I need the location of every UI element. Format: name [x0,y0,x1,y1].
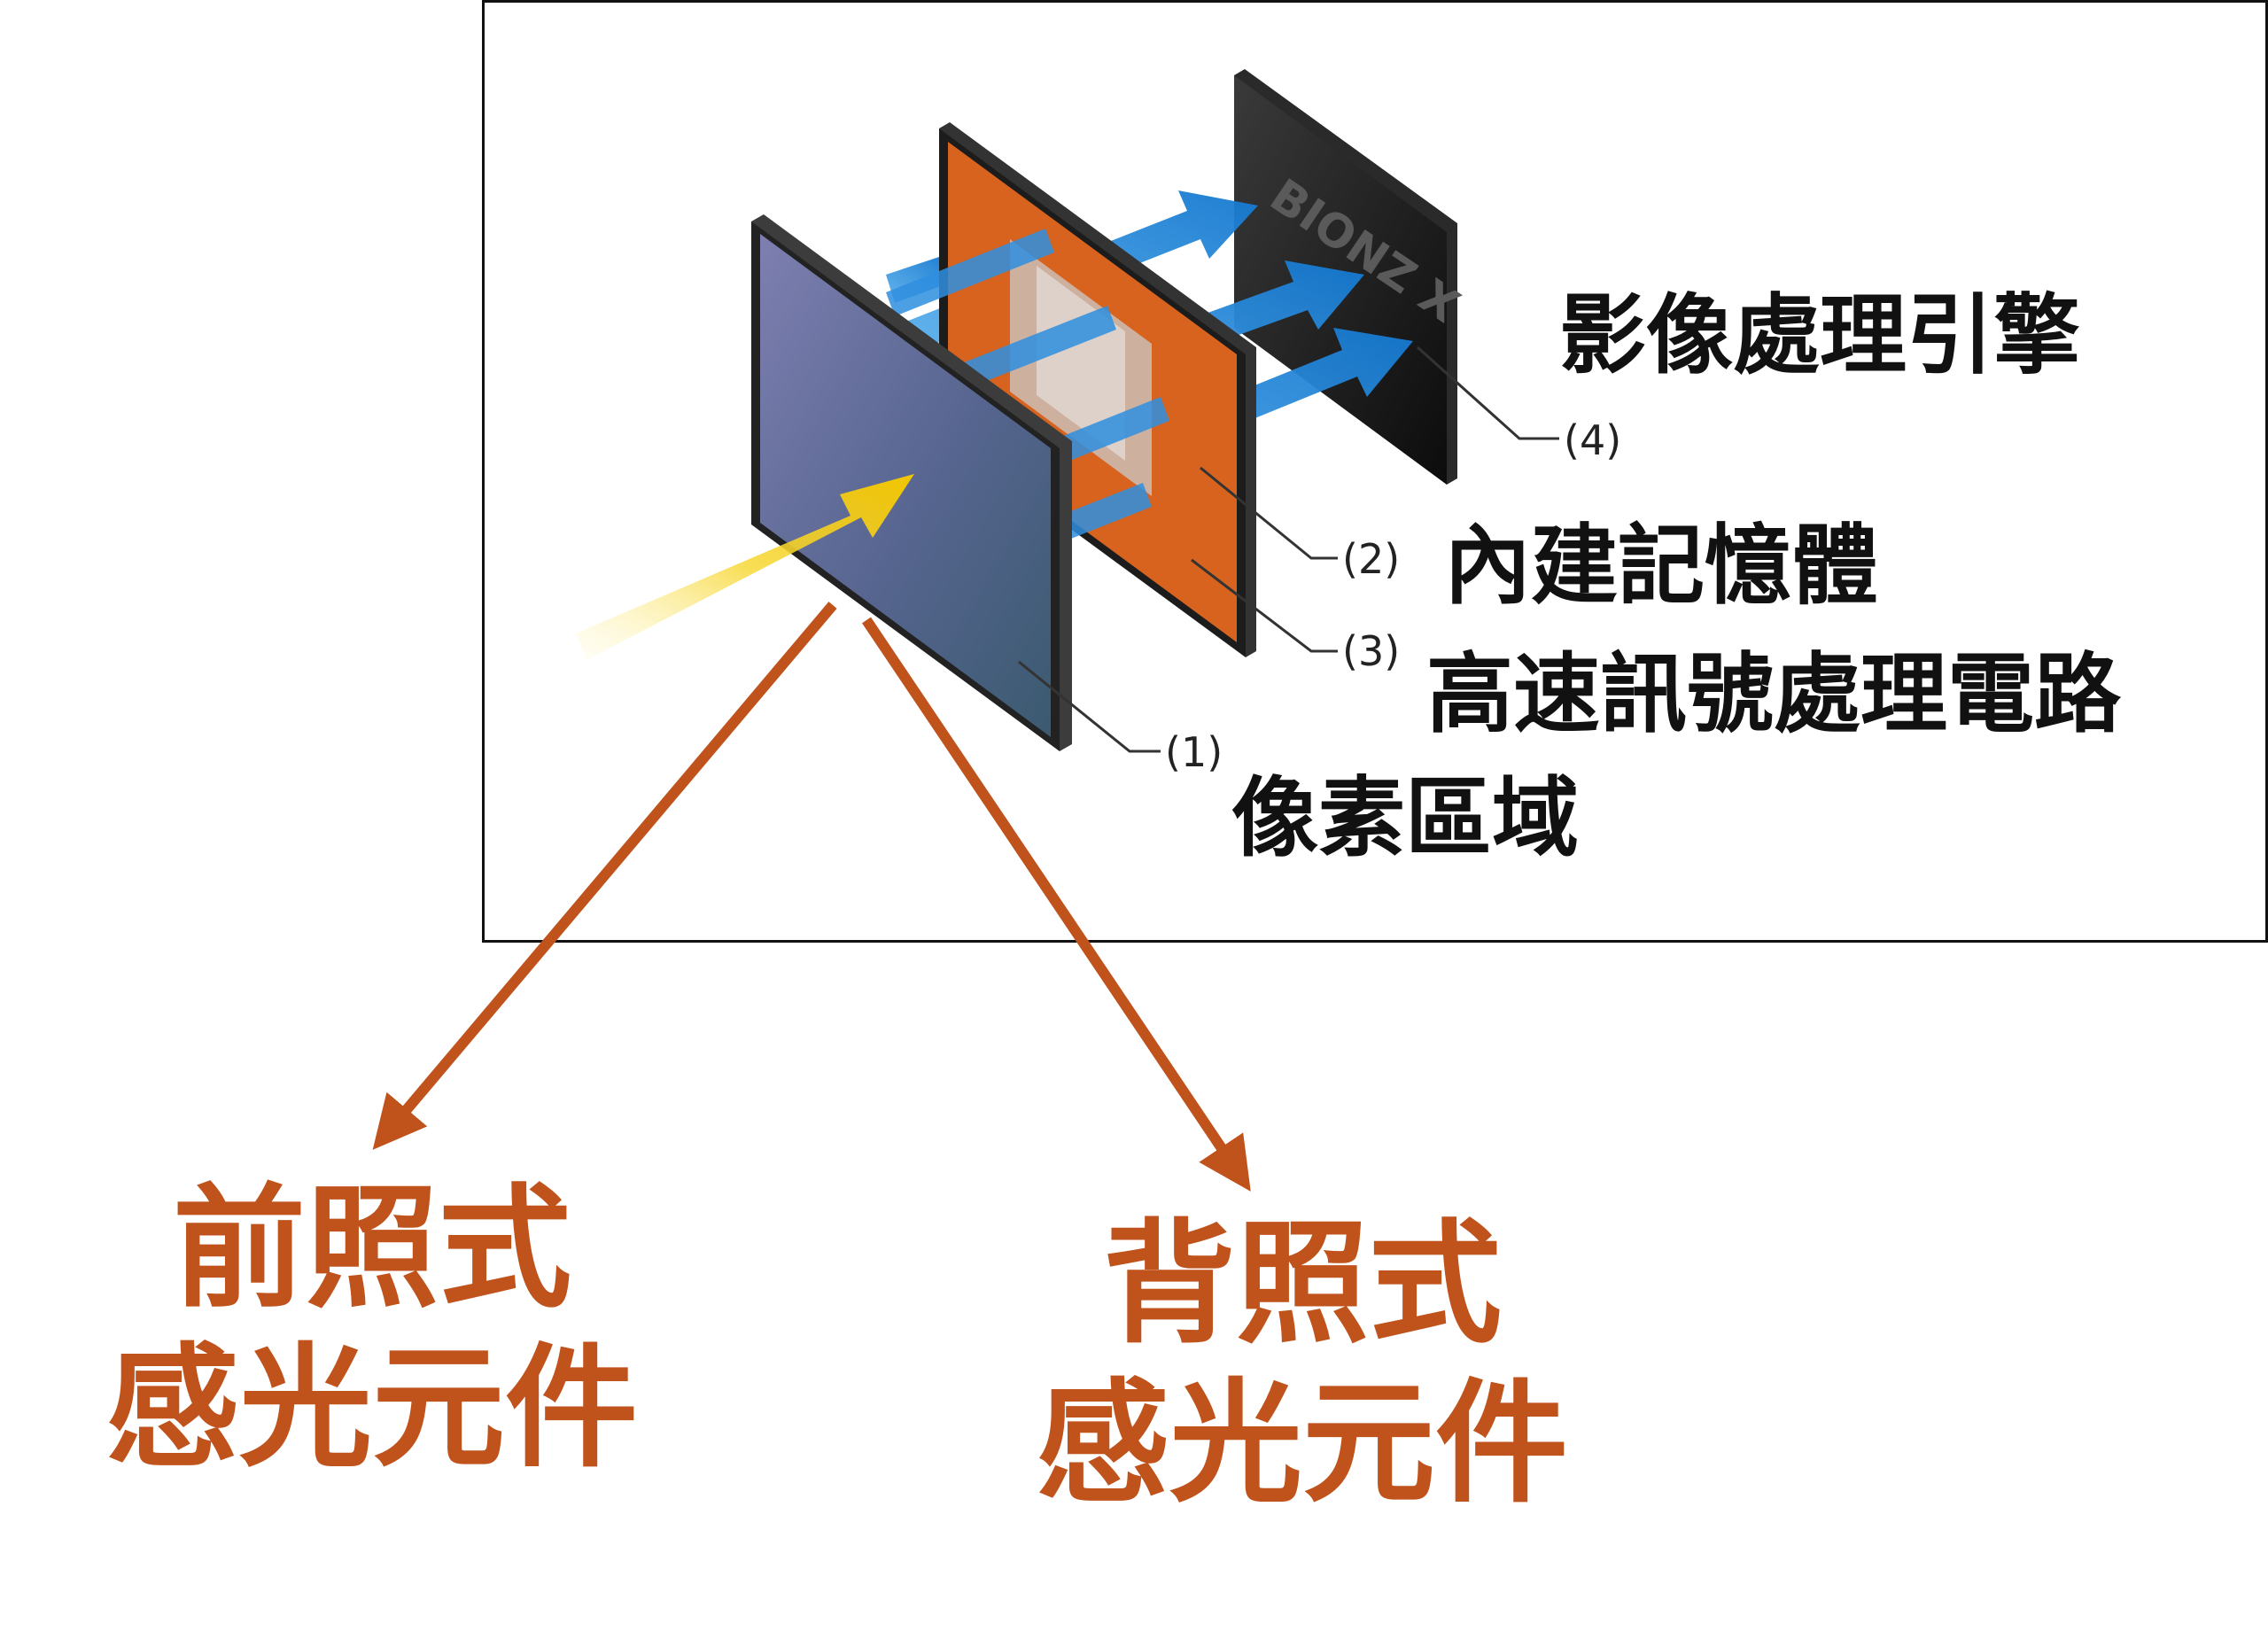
callout-1: (1) [1165,728,1223,776]
label-memory: 內建記憶體 [1444,516,1879,617]
label-signal-circuit: 高速訊號處理電路 [1426,644,2122,745]
front-illuminated-line2: 感光元件 [105,1332,638,1486]
back-illuminated-caption: 背照式 感光元件 [1010,1205,1595,1524]
pointer-arrows [372,602,1251,1192]
callout-4: (4) [1564,416,1622,464]
incoming-light-arrow [576,474,914,660]
label-image-engine: 影像處理引擎 [1559,285,2081,386]
back-illuminated-line1: 背照式 [1102,1208,1502,1362]
callout-3: (3) [1342,627,1401,675]
arrow-to-front-illuminated [372,602,837,1150]
front-illuminated-caption: 前照式 感光元件 [80,1169,664,1488]
label-pixel-area: 像素區域 [1231,768,1580,869]
arrow-to-back-illuminated [862,617,1251,1192]
callout-2: (2) [1342,535,1401,583]
callout-lines [1018,346,1559,753]
back-illuminated-line2: 感光元件 [1036,1367,1568,1521]
front-illuminated-line1: 前照式 [172,1172,571,1326]
